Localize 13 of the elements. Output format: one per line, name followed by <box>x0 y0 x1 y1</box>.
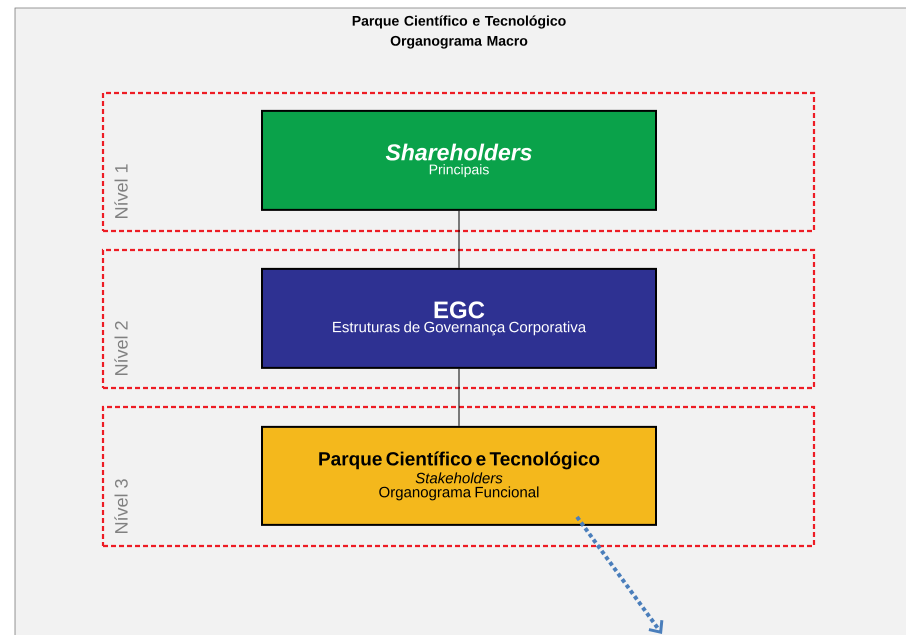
level-label: Nível 2 <box>114 321 128 375</box>
level-band <box>102 406 816 548</box>
level-band <box>102 92 816 232</box>
org-box: Shareholders Principais <box>261 110 657 211</box>
level-label: Nível 3 <box>114 479 128 533</box>
org-box: Parque Científico e Tecnológico Stakeholders Organograma Funcional <box>261 426 657 526</box>
connector <box>575 516 664 634</box>
level-label: Nível 1 <box>114 164 128 218</box>
connector <box>458 210 460 268</box>
org-box: EGC Estruturas de Governança Corporativa <box>261 268 657 369</box>
level-band <box>102 248 816 390</box>
connector <box>458 368 460 426</box>
title: Parque Científico e Tecnológico Organograma Macro <box>352 15 566 49</box>
